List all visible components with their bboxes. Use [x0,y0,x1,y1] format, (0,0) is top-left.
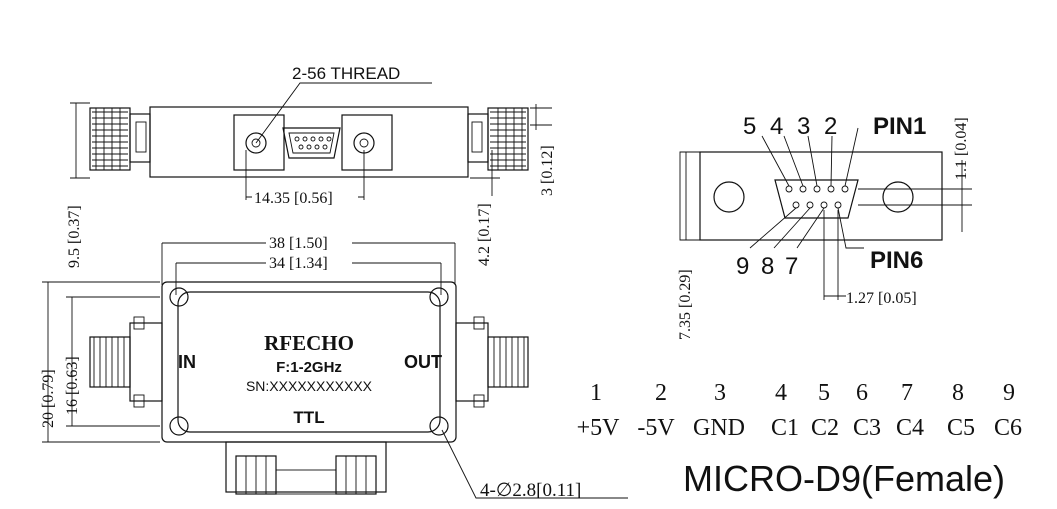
pin-num-7: 7 [785,253,798,280]
pin-table-num: 3 [714,380,726,406]
pin-table-num: 9 [1003,380,1015,406]
pin-table-signal: GND [693,415,745,441]
pin-table-num: 6 [856,380,868,406]
connector-plate [699,151,943,241]
pin-num-5: 5 [743,113,756,140]
side-body [149,106,469,178]
side-flange-right [341,114,393,171]
pin-table-num: 2 [655,380,667,406]
pin1-label: PIN1 [873,113,926,140]
pin-table-signal: C5 [947,415,975,441]
dim-height-total: 9.5 [0.37] [66,205,83,268]
thread-label: 2-56 THREAD [292,64,400,83]
pin-table: 1 2 3 4 5 6 7 8 9 +5V -5V GND C1 C2 C3 C… [577,380,1022,441]
micro-d-pins [785,185,849,209]
dim-height: 7.35 [0.29] [677,269,694,340]
dim-right-offset: 3 [0.12] [539,145,556,196]
port-out-label: OUT [404,352,442,372]
pin-num-3: 3 [797,113,810,140]
pin-num-9: 9 [736,253,749,280]
dsub-shell [282,127,341,159]
dim-pitch: 1.27 [0.05] [846,290,917,307]
port-in-label: IN [178,352,196,372]
connector-view: 5 4 3 2 PIN1 9 8 7 PIN6 1.1 [0.04] 1.27 … [677,113,972,340]
pin-table-num: 4 [775,380,787,406]
top-sma-connector-right [455,316,529,408]
connector-title: MICRO-D9(Female) [683,458,1005,499]
pin-table-num: 1 [590,380,602,406]
pin-table-signal: C6 [994,415,1022,441]
pin6-label: PIN6 [870,247,923,274]
pin-table-signal: C2 [811,415,839,441]
pin-number-row: 1 2 3 4 5 6 7 8 9 [590,380,1015,406]
pin-table-signal: +5V [577,415,621,441]
pin-table-num: 8 [952,380,964,406]
dsub-pins [294,136,332,150]
serial-label: SN:XXXXXXXXXXX [246,378,373,394]
sma-connector-left [89,107,151,171]
pin-table-num: 5 [818,380,830,406]
dim-right-height: 4.2 [0.17] [476,203,493,266]
screw-left [245,132,267,154]
plate-hole-right [882,181,914,213]
top-sma-connector-left [89,316,163,408]
pin-table-signal: -5V [637,415,675,441]
mount-hole-tr [429,287,449,307]
side-view: 2-56 THREAD 14.35 [0.56] 9.5 [0.37] 3 [0… [66,64,556,268]
side-flange-left [233,114,285,171]
housing-lid [177,291,441,433]
dim-spacing: 14.35 [0.56] [254,190,333,207]
pin-table-num: 7 [901,380,913,406]
pin-top-numbers: 5 4 3 2 [743,113,837,140]
port-ttl-label: TTL [293,408,324,427]
dim-width-inner: 34 [1.34] [269,255,328,272]
pin-table-signal: C3 [853,415,881,441]
pin-num-8: 8 [761,253,774,280]
dim-top: 1.1 [0.04] [953,117,970,180]
pin-table-signal: C1 [771,415,799,441]
mount-hole-tl [169,287,189,307]
thread-leader [255,82,432,144]
micro-d-shell [774,179,859,219]
hole-callout: 4-∅2.8[0.11] [480,480,581,501]
brand-label: RFECHO [264,331,354,355]
pin-table-signal: C4 [896,415,924,441]
dim-height-outer: 20 [0.79] [40,369,57,428]
pin-num-4: 4 [770,113,783,140]
pin-signal-row: +5V -5V GND C1 C2 C3 C4 C5 C6 [577,415,1022,441]
mount-hole-br [429,416,449,436]
dim-height-inner: 16 [0.63] [64,356,81,415]
sma-connector-right [467,107,529,171]
dim-width-outer: 38 [1.50] [269,235,328,252]
top-dsub-connector [225,441,387,495]
top-view: 38 [1.50] 34 [1.34] 20 [0.79] 16 [0.63] [40,235,628,501]
frequency-label: F:1-2GHz [276,359,342,376]
mount-hole-bl [169,416,189,436]
pin-bottom-numbers: 9 8 7 [736,253,798,280]
pin-num-2: 2 [824,113,837,140]
hole-leader [441,429,628,499]
plate-hole-left [713,181,745,213]
